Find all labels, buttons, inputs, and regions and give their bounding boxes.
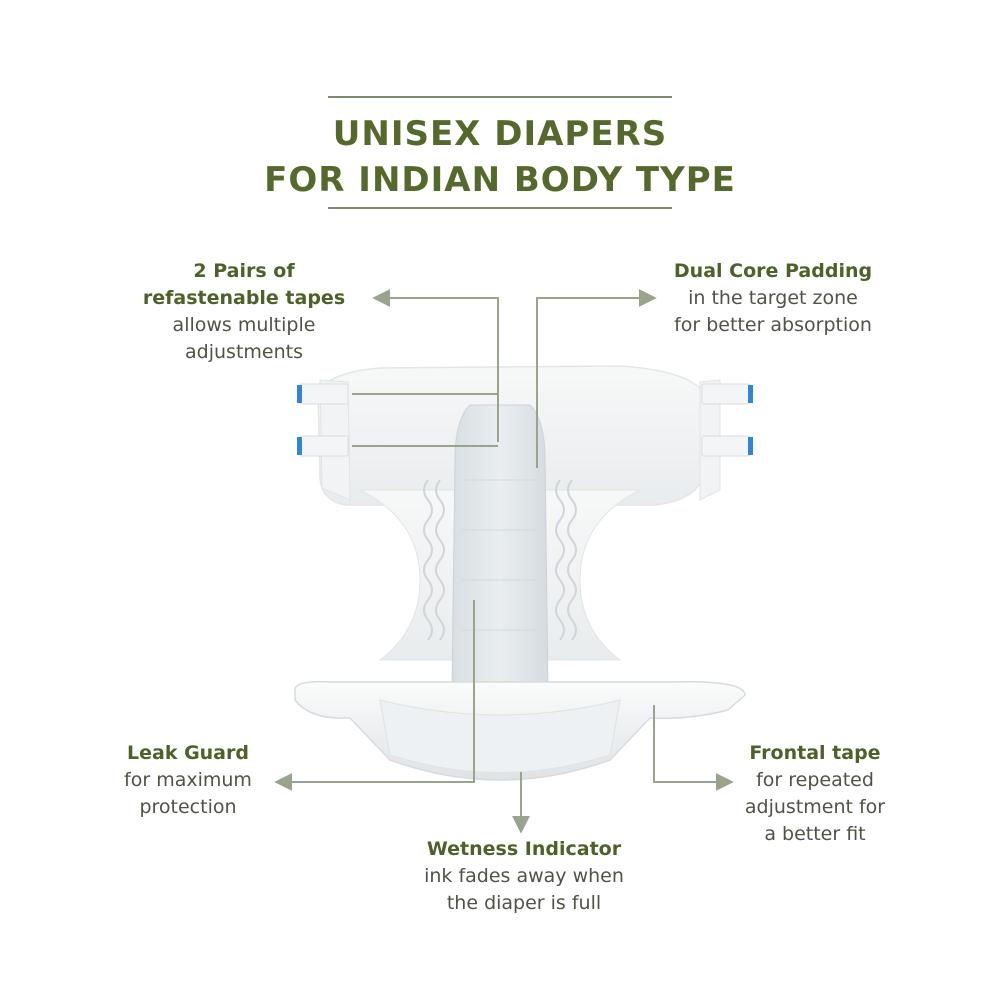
callout-leak-heading: Leak Guard [127, 742, 249, 764]
callout-core-body-2: for better absorption [674, 314, 872, 336]
callout-frontal-heading: Frontal tape [749, 742, 881, 764]
callout-leak-body-1: for maximum [124, 769, 252, 791]
callout-frontal-body-2: adjustment for [744, 796, 886, 818]
callout-tapes-body-2: adjustments [185, 341, 303, 363]
callout-tapes-body-1: allows multiple [172, 314, 316, 336]
callout-leak-body-2: protection [139, 796, 237, 818]
leader-frontal [653, 705, 734, 791]
leader-core [536, 289, 657, 468]
callout-tapes-heading-1: 2 Pairs of [193, 260, 295, 282]
callout-frontal-body-3: a better fit [764, 823, 866, 845]
title-top-rule [328, 96, 672, 98]
core-texture [462, 479, 538, 631]
page-title-line-2: FOR INDIAN BODY TYPE [264, 160, 736, 200]
leader-leak [274, 600, 475, 791]
callout-frontal-body-1: for repeated [756, 769, 874, 791]
callout-refastenable-tapes: 2 Pairs of refastenable tapes allows mul… [118, 258, 370, 366]
callout-frontal-tape: Frontal tape for repeated adjustment for… [724, 740, 906, 848]
callout-dual-core: Dual Core Padding in the target zone for… [642, 258, 904, 339]
leader-lines [274, 289, 734, 834]
callout-wetness-heading: Wetness Indicator [426, 838, 622, 860]
front-cup [379, 699, 621, 773]
callout-tapes-heading-2: refastenable tapes [142, 287, 346, 309]
callout-leak-guard: Leak Guard for maximum protection [98, 740, 278, 821]
title-bottom-rule [328, 207, 672, 209]
page-title-line-1: UNISEX DIAPERS [332, 114, 668, 154]
callout-wetness-body-2: the diaper is full [446, 892, 602, 914]
callout-wetness-indicator: Wetness Indicator ink fades away when th… [396, 836, 652, 917]
callout-wetness-body-1: ink fades away when [424, 865, 624, 887]
elastic-gathers [423, 479, 577, 641]
absorbent-core [451, 404, 549, 691]
callout-core-heading: Dual Core Padding [673, 260, 873, 282]
left-tapes [297, 383, 349, 457]
right-tapes [701, 383, 753, 457]
callout-core-body-1: in the target zone [688, 287, 858, 309]
